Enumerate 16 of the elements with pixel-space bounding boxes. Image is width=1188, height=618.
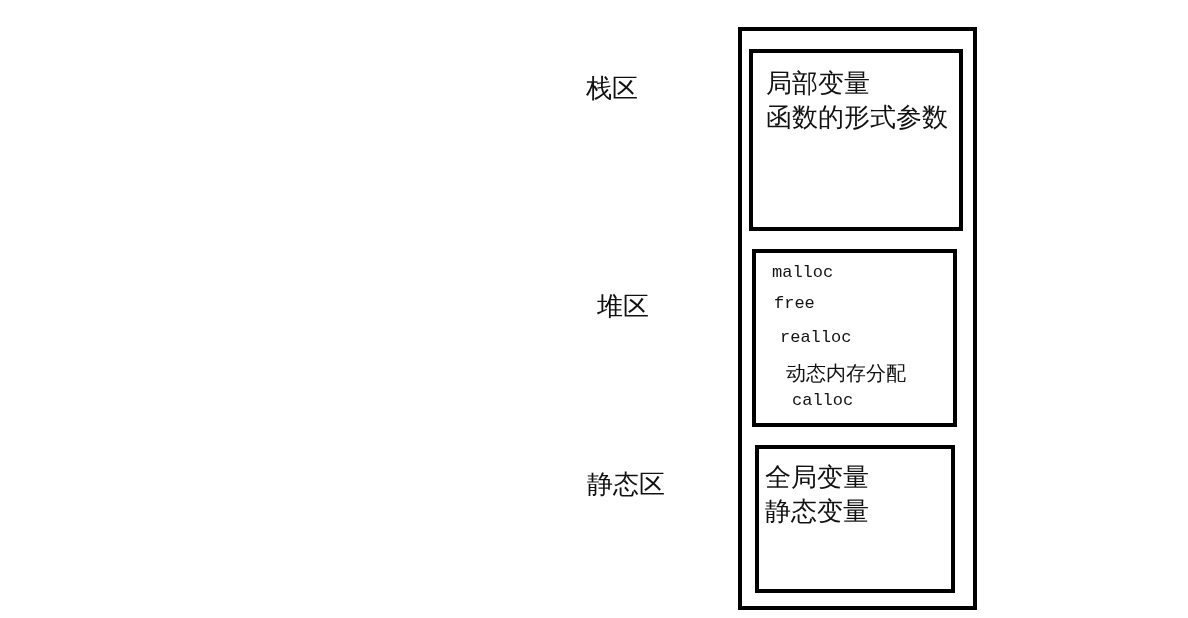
item-label: calloc — [792, 392, 854, 409]
region-box — [749, 49, 963, 231]
item-label: 全局变量 — [765, 465, 869, 491]
item-label: 函数的形式参数 — [766, 105, 948, 131]
region-label: 静态区 — [587, 472, 665, 498]
item-label: 局部变量 — [766, 71, 870, 97]
item-label: 静态变量 — [765, 499, 869, 525]
item-label: realloc — [780, 329, 852, 346]
item-label: free — [774, 295, 815, 312]
region-box — [755, 445, 955, 593]
memory-frame — [738, 27, 977, 610]
item-label: 动态内存分配 — [786, 363, 906, 383]
region-box — [752, 249, 957, 427]
region-label: 堆区 — [597, 294, 649, 320]
item-label: malloc — [772, 264, 834, 281]
region-label: 栈区 — [586, 76, 638, 102]
